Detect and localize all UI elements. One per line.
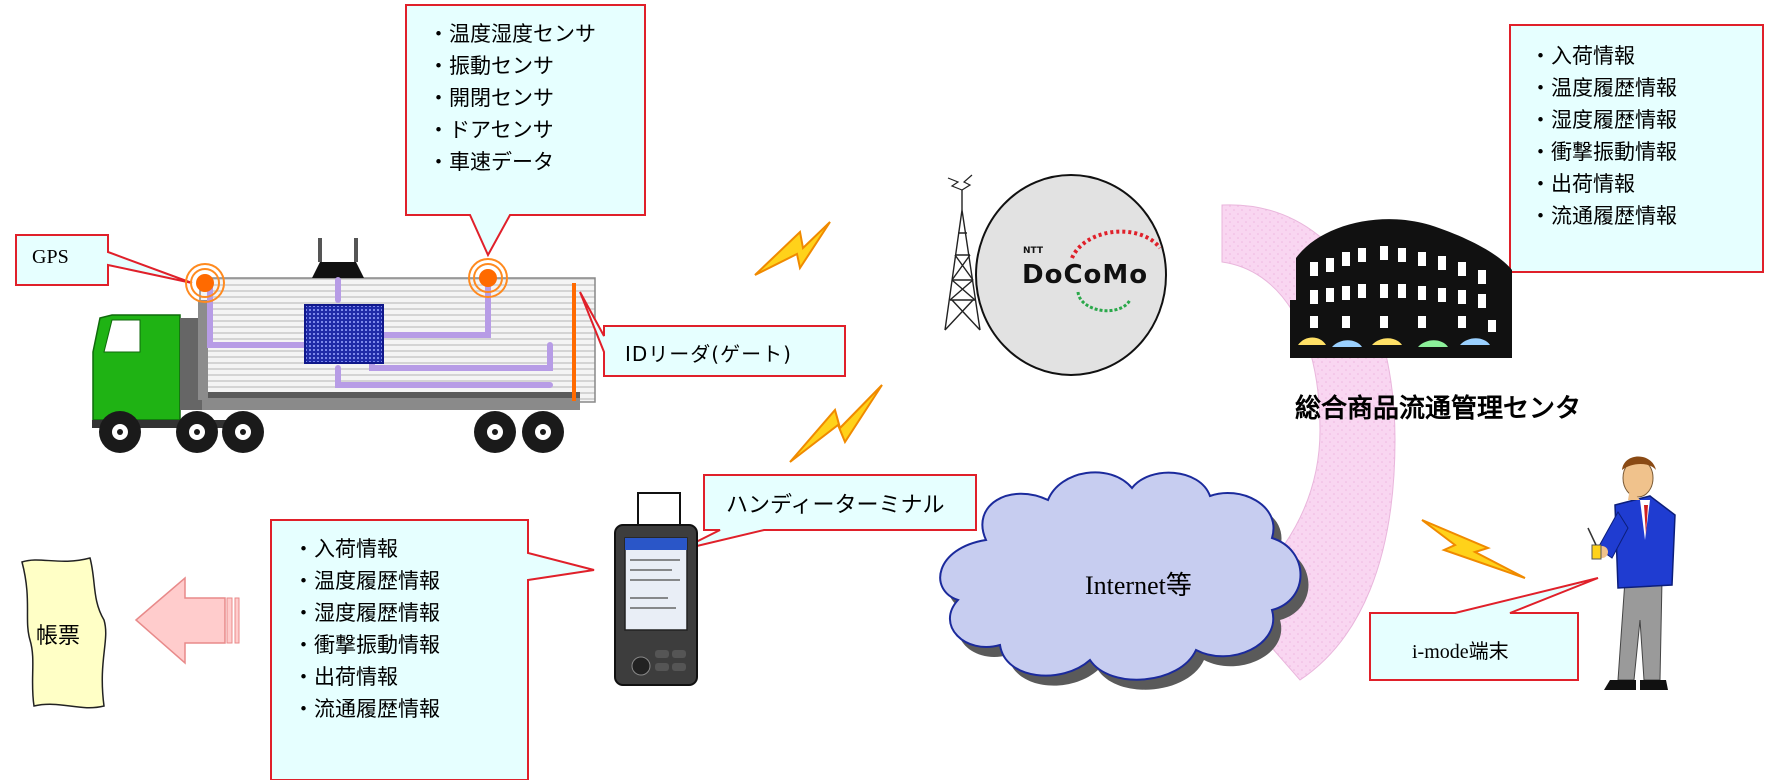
sensor-list-item: ・車速データ [428,150,554,174]
id-reader-callout [579,291,846,377]
gps-callout [15,234,193,286]
docomo-ntt-text: NTT [1023,246,1044,256]
sensor-callout [405,4,646,258]
gps-label: GPS [32,246,69,268]
internet-label: Internet等 [1085,571,1192,600]
sensor-list-item: ・振動センサ [428,54,554,78]
handy-terminal-label: ハンディーターミナル [726,493,945,518]
lightning-icon [789,384,883,463]
antenna-tower-icon [944,174,981,331]
bottom-info-item: ・衝撃振動情報 [293,633,440,657]
gps-sensor-marker [185,263,225,303]
bottom-info-item: ・流通履歴情報 [293,697,440,721]
building-icon [1290,219,1512,358]
imode-callout [1369,577,1599,681]
arrow-left-icon [134,576,240,665]
top-info-list: ・入荷情報 ・温度履歴情報 ・湿度履歴情報 ・衝撃振動情報 ・出荷情報 ・流通履… [1530,40,1677,232]
document-label: 帳票 [36,624,81,649]
sensor-list: ・温度湿度センサ ・振動センサ ・開閉センサ ・ドアセンサ ・車速データ [428,18,596,178]
top-info-item: ・衝撃振動情報 [1530,140,1677,164]
handheld-terminal-icon [614,492,698,686]
center-title: 総合商品流通管理センタ [1295,394,1582,424]
cloud-icon [939,471,1309,690]
top-info-item: ・流通履歴情報 [1530,204,1677,228]
person-with-phone-icon [1587,456,1676,690]
lightning-icon [1421,519,1526,579]
bottom-info-item: ・温度履歴情報 [293,569,440,593]
bottom-info-item: ・出荷情報 [293,665,398,689]
bottom-info-callout [270,519,595,780]
sensor-list-item: ・ドアセンサ [428,118,554,142]
bottom-info-item: ・湿度履歴情報 [293,601,440,625]
top-info-item: ・入荷情報 [1530,44,1635,68]
cargo-sensor-marker [468,258,508,298]
bottom-info-item: ・入荷情報 [293,537,398,561]
top-info-item: ・湿度履歴情報 [1530,108,1677,132]
docomo-logo [975,174,1167,376]
sensor-list-item: ・開閉センサ [428,86,554,110]
top-info-item: ・温度履歴情報 [1530,76,1677,100]
bottom-info-list: ・入荷情報 ・温度履歴情報 ・湿度履歴情報 ・衝撃振動情報 ・出荷情報 ・流通履… [293,533,440,725]
docomo-logo-text: DoCoMo [1022,260,1149,290]
handy-terminal-callout [679,474,977,551]
sensor-list-item: ・温度湿度センサ [428,22,596,46]
top-info-item: ・出荷情報 [1530,172,1635,196]
document-scroll-icon [21,557,107,709]
id-reader-label: IDリーダ(ゲート) [625,342,792,366]
truck-icon [92,238,596,453]
top-info-callout [1509,24,1764,273]
imode-label: i-mode端末 [1412,641,1509,663]
lightning-icon [754,221,831,276]
